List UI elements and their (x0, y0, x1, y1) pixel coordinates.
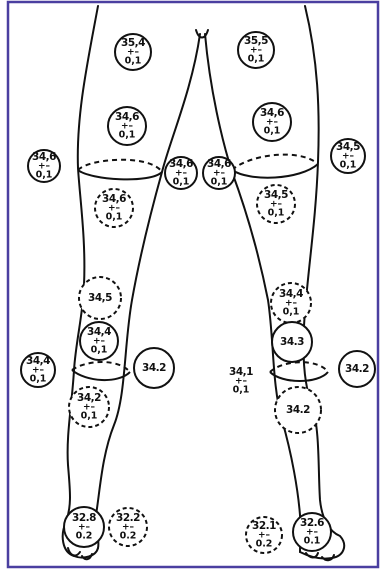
reading-knee-inner-right: 34,6+–0,1 (203, 157, 235, 189)
reading-outer-calf-left: 34,4+–0,1 (21, 353, 55, 387)
reading-value: 34.3 (280, 336, 304, 348)
reading-knee-inner-left: 34,6+–0,1 (165, 157, 197, 189)
right-calf-ellipse-back (270, 362, 328, 372)
reading-mid-shin-left: 34,4+–0,1 (80, 322, 118, 360)
reading-mid-thigh-right: 34,6+–0,1 (253, 103, 291, 141)
right-calf-ellipse-front (270, 372, 328, 381)
reading-value: 34.2 (286, 404, 310, 416)
reading-value: 34,5 (88, 292, 112, 304)
reading-inner-calf-right: 34,1+–0,1 (229, 366, 253, 396)
reading-uncertainty: 0,1 (125, 56, 142, 67)
reading-mid-thigh-left: 34,6+–0,1 (108, 107, 146, 145)
reading-uncertainty: 0,1 (106, 212, 123, 223)
reading-upper-thigh-left: 35,4+–0,1 (115, 34, 151, 70)
reading-knee-outer-right: 34,5+–0,1 (331, 139, 365, 173)
reading-uncertainty: 0,1 (268, 208, 285, 219)
reading-uncertainty: 0,1 (233, 385, 250, 396)
reading-foot-right: 32.6+–0.1 (293, 513, 331, 551)
reading-lower-calf-right: 34.2 (275, 387, 321, 433)
reading-upper-shin-left: 34,5 (79, 277, 121, 319)
reading-uncertainty: 0.2 (76, 531, 93, 542)
reading-uncertainty: 0,1 (81, 411, 98, 422)
reading-uncertainty: 0,1 (264, 126, 281, 137)
reading-uncertainty: 0,1 (30, 374, 47, 385)
left-thigh-ellipse-back (78, 160, 162, 172)
reading-uncertainty: 0.2 (256, 539, 273, 550)
reading-uncertainty: 0,1 (340, 160, 357, 171)
reading-back-knee-left: 34,6+–0,1 (95, 189, 133, 227)
reading-outer-calf-right: 34.2 (339, 351, 375, 387)
reading-uncertainty: 0,1 (36, 170, 53, 181)
right-thigh-ellipse-front (232, 164, 318, 178)
reading-uncertainty: 0.1 (304, 536, 321, 547)
left-calf-ellipse-back (72, 362, 130, 372)
reading-back-knee-right: 34,5+–0,1 (257, 185, 295, 223)
diagram-border (8, 2, 378, 567)
reading-uncertainty: 0,1 (211, 177, 228, 188)
reading-uncertainty: 0,1 (248, 54, 265, 65)
reading-foot-left: 32.8+–0.2 (64, 507, 104, 547)
reading-uncertainty: 0,1 (173, 177, 190, 188)
left-thigh-ellipse-front (78, 170, 162, 179)
reading-value: 34.2 (142, 362, 166, 374)
reading-upper-thigh-right: 35,5+–0,1 (238, 32, 274, 68)
reading-lower-calf-left: 34,2+–0,1 (69, 387, 109, 427)
reading-foot-right-side: 32.1+–0.2 (246, 517, 282, 553)
right-thigh-ellipse-back (232, 155, 318, 170)
reading-upper-shin-right: 34,4+–0,1 (271, 283, 311, 323)
reading-uncertainty: 0,1 (283, 307, 300, 318)
reading-uncertainty: 0,1 (119, 130, 136, 141)
reading-foot-left-side: 32.2+–0.2 (109, 508, 147, 546)
reading-knee-outer-left: 34,6+–0,1 (28, 150, 60, 182)
reading-uncertainty: 0,1 (91, 345, 108, 356)
right-leg-outer-contour (300, 6, 344, 559)
reading-uncertainty: 0.2 (120, 531, 137, 542)
reading-mid-shin-right: 34.3 (272, 322, 312, 362)
reading-value: 34.2 (345, 363, 369, 375)
temperature-readings: 35,4+–0,135,5+–0,134,6+–0,134,6+–0,134,6… (21, 32, 375, 553)
left-calf-ellipse-front (72, 370, 130, 380)
reading-inner-calf-left: 34.2 (134, 348, 174, 388)
